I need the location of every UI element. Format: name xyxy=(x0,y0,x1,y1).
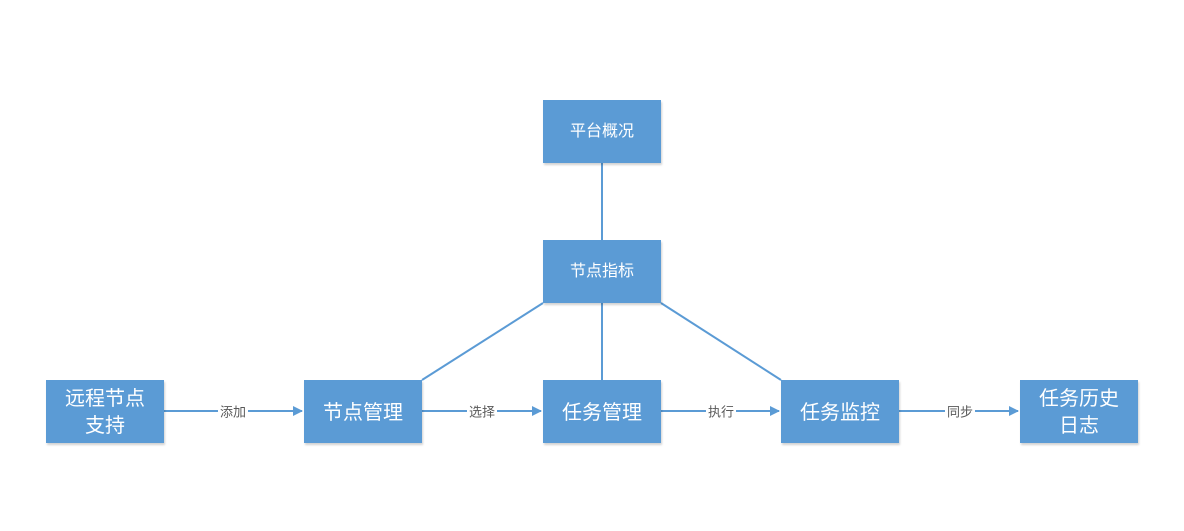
edge-label-add: 添加 xyxy=(217,401,249,421)
node-task-management-label: 任务管理 xyxy=(562,399,642,424)
node-platform-overview: 平台概况 xyxy=(543,100,661,163)
node-task-history-log: 任务历史日志 xyxy=(1020,380,1138,443)
node-task-monitor-label: 任务监控 xyxy=(800,399,880,424)
edge-label-select: 选择 xyxy=(466,401,498,421)
node-task-management: 任务管理 xyxy=(543,380,661,443)
line-metrics-node-mgmt xyxy=(421,302,544,381)
node-node-management: 节点管理 xyxy=(304,380,422,443)
edge-label-sync: 同步 xyxy=(944,401,976,421)
node-task-monitor: 任务监控 xyxy=(781,380,899,443)
node-node-management-label: 节点管理 xyxy=(323,399,403,424)
node-platform-overview-label: 平台概况 xyxy=(569,121,634,141)
line-metrics-monitor xyxy=(660,302,782,381)
node-node-metrics-label: 节点指标 xyxy=(569,261,634,281)
node-remote-node-support: 远程节点支持 xyxy=(46,380,164,443)
node-remote-node-support-label: 远程节点支持 xyxy=(65,385,145,437)
node-task-history-log-label: 任务历史日志 xyxy=(1039,385,1119,437)
edge-label-execute: 执行 xyxy=(705,401,737,421)
node-node-metrics: 节点指标 xyxy=(543,240,661,303)
